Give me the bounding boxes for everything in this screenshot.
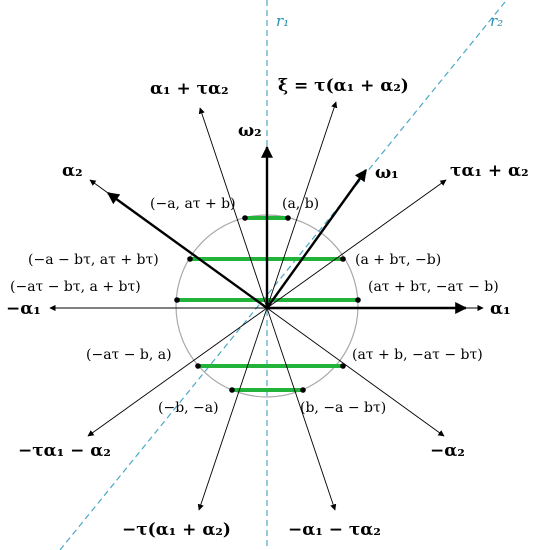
label-alpha1: α₁: [490, 299, 511, 319]
mirror-r2: [59, 1, 506, 550]
label-xi: ξ = τ(α₁ + α₂): [278, 76, 409, 96]
endpoint-dot: [174, 297, 180, 303]
arrow-neg-tau-sum: [197, 307, 268, 511]
arrow-neg-alpha1-minus-tau-alpha2: [266, 307, 337, 511]
point-label-1: (−a, aτ + b): [150, 196, 236, 212]
point-label-2: (a, b): [282, 196, 319, 212]
endpoint-dot: [355, 297, 361, 303]
arrow-neg-tau-alpha1-minus-alpha2: [87, 307, 268, 437]
point-label-6: (aτ + bτ, −aτ − b): [368, 279, 499, 295]
endpoint-dot: [229, 387, 235, 393]
arrow-neg-alpha2: [266, 307, 445, 437]
label-neg-alpha2: −α₂: [430, 441, 465, 461]
point-label-9: (−b, −a): [158, 400, 219, 416]
point-label-5: (−aτ − bτ, a + bτ): [10, 279, 141, 295]
mirror-r2-label: r₂: [490, 12, 503, 30]
endpoint-dot: [285, 215, 291, 221]
point-label-8: (aτ + b, −aτ − bτ): [352, 347, 483, 363]
label-tau-alpha1-plus-alpha2: τα₁ + α₂: [450, 161, 529, 181]
label-neg-tau-sum: −τ(α₁ + α₂): [122, 520, 231, 540]
endpoint-dot: [340, 363, 346, 369]
endpoint-dot: [340, 256, 346, 262]
endpoint-dot: [300, 387, 306, 393]
arrow-alpha1-plus-tau-alpha2: [198, 107, 268, 309]
label-neg-alpha1: −α₁: [6, 299, 41, 319]
arrow-xi: [266, 101, 338, 309]
point-label-10: (b, −a − bτ): [300, 400, 386, 416]
label-neg-tau-alpha1-minus-alpha2: −τα₁ − α₂: [18, 441, 111, 461]
endpoint-dot: [195, 363, 201, 369]
mirror-r1-label: r₁: [276, 12, 289, 30]
label-neg-alpha1-minus-tau-alpha2: −α₁ − τα₂: [288, 520, 381, 540]
endpoint-dot: [242, 215, 248, 221]
arrow-alpha2-bold: [107, 192, 268, 309]
label-alpha2: α₂: [62, 161, 83, 181]
endpoint-dot: [187, 256, 193, 262]
point-label-3: (−a − bτ, aτ + bτ): [28, 252, 159, 268]
point-label-7: (−aτ − b, a): [86, 347, 172, 363]
label-omega2: ω₂: [238, 121, 262, 141]
label-omega1: ω₁: [375, 163, 399, 183]
arrow-omega1: [266, 169, 367, 309]
arrow-tau-alpha1-plus-alpha2: [266, 179, 447, 309]
point-label-4: (a + bτ, −b): [355, 252, 441, 268]
label-alpha1-plus-tau-alpha2: α₁ + τα₂: [150, 79, 229, 99]
